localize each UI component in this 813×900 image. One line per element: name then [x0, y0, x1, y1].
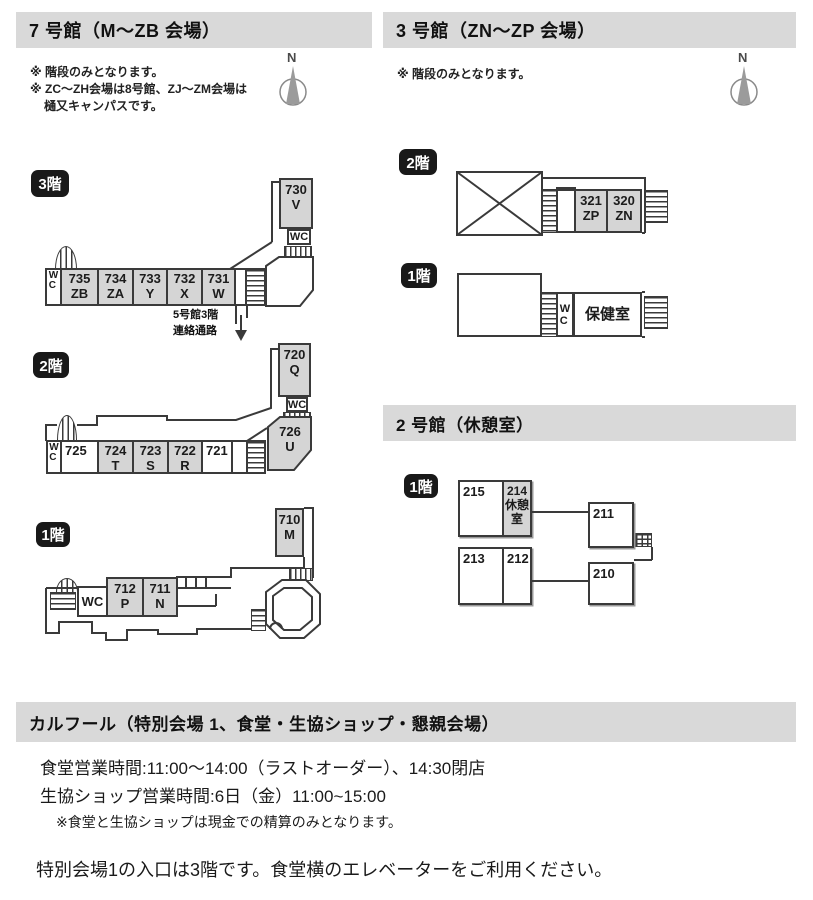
- b7f3-stairs-icon: [245, 270, 264, 304]
- b7-floor3-badge: 3階: [31, 170, 69, 197]
- b2f1-stairs-icon: [635, 533, 652, 547]
- compass-left-n-label: N: [287, 50, 297, 65]
- building7-note-2: ※ ZC～ZH会場は8号館、ZJ～ZM会場は: [30, 82, 247, 96]
- building7-title: 7 号館（M～ZB 会場）: [29, 21, 221, 41]
- room-721: 721: [201, 442, 231, 472]
- building7-header-bar: 7 号館（M～ZB 会場）: [16, 12, 372, 48]
- b3f1-large-room: [457, 273, 542, 337]
- b7-floor2-badge: 2階: [33, 352, 69, 378]
- health-room: 保健室: [573, 292, 642, 337]
- b3f1-stairs-left-icon: [541, 292, 557, 337]
- b3f2-stairs-right-icon: [644, 190, 668, 223]
- compass-right-n-label: N: [738, 50, 748, 65]
- b2-floor1-badge: 1階: [404, 474, 438, 498]
- b3-floor2-badge: 2階: [399, 149, 437, 175]
- b7f2-spiral-stair-icon: [57, 415, 77, 440]
- b7f1-stairs-upper-right-icon: [289, 568, 313, 581]
- b7f3-wc-right: WC: [287, 229, 311, 245]
- cash-only-note: ※食堂と生協ショップは現金での精算のみとなります。: [56, 814, 402, 830]
- carrefour-header-bar: カルフール（特別会場 1、食堂・生協ショップ・懇親会場）: [16, 702, 796, 742]
- b7-floor1-badge: 1階: [36, 522, 70, 547]
- b7f1-spiral-stair-icon: [56, 578, 78, 592]
- room-211: 211: [588, 502, 634, 548]
- cafeteria-hours-line: 食堂営業時間:11:00～14:00（ラストオーダー）、14:30閉店: [40, 759, 486, 778]
- building2-header-bar: 2 号館（休憩室）: [383, 405, 796, 441]
- b3-floor1-badge: 1階: [401, 263, 437, 288]
- b7f1-stairs-mid-icon: [251, 609, 266, 631]
- room-214-rest: 214 休憩 室: [502, 480, 532, 537]
- building7-note-3: 樋又キャンパスです。: [44, 99, 163, 113]
- building7-note-1: ※ 階段のみとなります。: [30, 65, 164, 79]
- room-215: 215: [458, 480, 504, 537]
- b3f1-stairs-right-icon: [644, 296, 668, 329]
- room-212: 212: [502, 547, 532, 605]
- building3-header-bar: 3 号館（ZN～ZP 会場）: [383, 12, 796, 48]
- b7f1-stairs-left-icon: [50, 592, 76, 610]
- building3-note-1: ※ 階段のみとなります。: [397, 67, 531, 81]
- building2-title: 2 号館（休憩室）: [396, 415, 534, 435]
- b7f3-gap-cell: [234, 270, 245, 304]
- special-venue-entrance-note: 特別会場1の入口は3階です。食堂横のエレベーターをご利用ください。: [36, 860, 613, 880]
- carrefour-title: カルフール（特別会場 1、食堂・生協ショップ・懇親会場）: [29, 714, 500, 734]
- b7f3-passage-note: 5号館3階 連絡通路: [173, 309, 219, 337]
- wc-w: W: [48, 270, 59, 281]
- b7f1-wc-room: WC: [77, 586, 108, 617]
- b7f2-stairs-icon: [246, 442, 264, 472]
- compass-left-icon: [279, 66, 307, 106]
- b7f2-stairs-right-icon: [283, 412, 311, 422]
- room-725: 725: [60, 442, 97, 472]
- b7f2-wc-right: WC: [286, 397, 308, 412]
- b3f2-stairs-left-icon: [541, 189, 557, 233]
- compass-right-icon: [730, 66, 758, 106]
- building3-title: 3 号館（ZN～ZP 会場）: [396, 21, 596, 41]
- room-213: 213: [458, 547, 504, 605]
- room-210: 210: [588, 562, 634, 605]
- b7f3-spiral-stair-icon: [55, 246, 77, 269]
- coop-shop-hours-line: 生協ショップ営業時間:6日（金）11:00~15:00: [40, 787, 386, 806]
- b3f2-small-room: [556, 189, 576, 233]
- b7f2-gap-cell: [231, 442, 246, 472]
- wc-c: C: [48, 280, 56, 291]
- b7f3-stairs-right-icon: [284, 246, 312, 257]
